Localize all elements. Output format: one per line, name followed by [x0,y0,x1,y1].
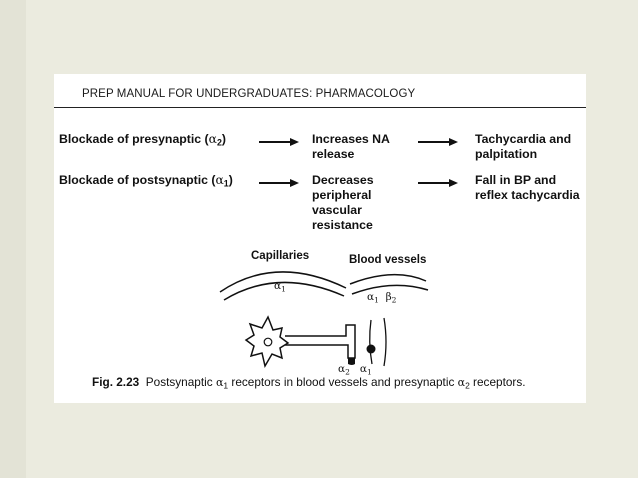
postsynaptic-receptor-dot [366,344,376,354]
row1-result-line2: palpitation [475,147,538,161]
page-header: PREP MANUAL FOR UNDERGRADUATES: PHARMACO… [82,88,416,100]
row2-result-line2: reflex tachycardia [475,188,580,202]
nerve-receptor-labels: α2 α1 [338,363,372,377]
row2-cause: Blockade of postsynaptic (α1) [59,173,233,192]
row1-effect: Increases NA release [312,132,390,162]
row2-arrow-2 [418,179,458,187]
caption-part1: Postsynaptic [145,375,216,389]
row1-cause-sub: 2 [216,137,222,148]
neuron-nucleus [263,337,273,347]
row2-effect-line1: Decreases [312,173,374,187]
row2-cause-text: Blockade of postsynaptic ( [59,173,216,187]
capillary-arc-outer [219,271,347,293]
header-rule [54,107,586,108]
caption-symbol1: α [215,376,224,389]
row1-result: Tachycardia and palpitation [475,132,571,162]
row2-effect-line3: vascular [312,203,362,217]
caption-part2: receptors in blood vessels and presynapt… [228,375,458,389]
row1-cause-text: Blockade of presynaptic ( [59,132,209,146]
row2-effect: Decreases peripheral vascular resistance [312,173,374,233]
row2-result-line1: Fall in BP and [475,173,557,187]
row2-effect-line4: resistance [312,218,373,232]
caption-part3: receptors. [469,375,526,389]
figure-caption: Fig. 2.23 Postsynaptic α1 receptors in b… [92,375,526,391]
row1-arrow-2 [418,138,458,146]
capillary-arc-inner [223,281,345,301]
figure-number: Fig. 2.23 [92,375,140,389]
blood-vessels-label: Blood vessels [349,254,427,266]
slide-left-border [0,0,26,478]
row2-effect-line2: peripheral [312,188,372,202]
caption-sub1: 1 [223,380,229,391]
neuron-axon [285,324,356,359]
row1-effect-line2: release [312,147,355,161]
row1-cause-symbol: α [208,132,217,146]
vessel-wall-left [369,319,373,365]
caption-sub2: 2 [465,380,470,391]
blood-vessel-arc-outer [349,273,427,285]
row2-cause-sub: 1 [223,178,229,189]
caption-symbol2: α [457,376,466,389]
blood-vessel-receptor-labels: α1 β2 [367,291,397,305]
textbook-page: PREP MANUAL FOR UNDERGRADUATES: PHARMACO… [54,74,586,403]
row1-cause-close: ) [221,132,226,146]
vessel-wall-right [383,317,387,367]
row2-arrow-1 [259,179,299,187]
row2-result: Fall in BP and reflex tachycardia [475,173,580,203]
neuron-cell-body [244,315,290,369]
row1-arrow-1 [259,138,299,146]
row2-cause-symbol: α [215,173,224,187]
row1-result-line1: Tachycardia and [475,132,572,146]
presynaptic-receptor-mark [348,358,355,365]
row2-cause-close: ) [228,173,233,187]
receptor-diagram [219,271,429,369]
row1-effect-line1: Increases NA [312,132,390,146]
row1-cause: Blockade of presynaptic (α2) [59,132,226,151]
capillaries-label: Capillaries [251,250,310,262]
blood-vessel-arc-inner [351,284,429,295]
capillary-receptor-label: α1 [274,280,286,294]
